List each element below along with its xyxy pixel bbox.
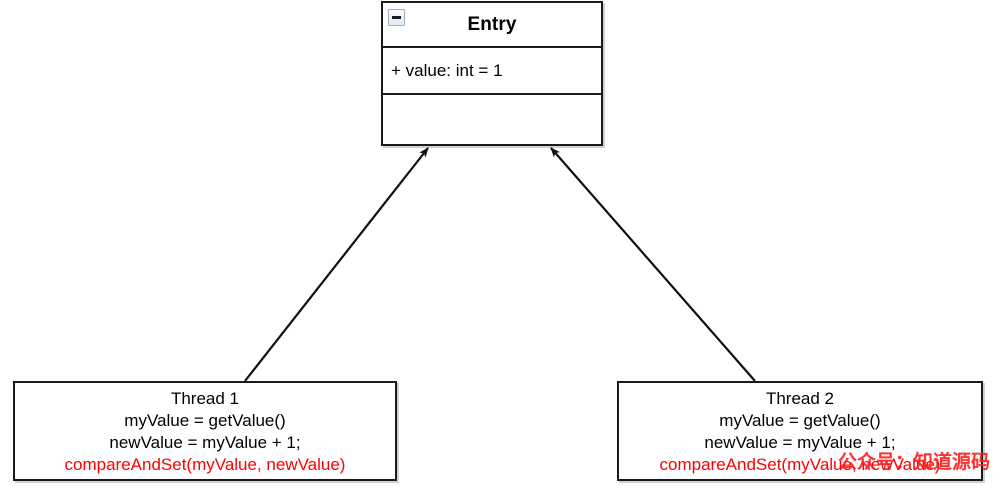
connector-thread-1-to-entry bbox=[244, 147, 429, 382]
thread-title: Thread 2 bbox=[765, 389, 835, 408]
thread-box-2[interactable]: Thread 2 myValue = getValue() newValue =… bbox=[617, 381, 983, 481]
uml-attribute-row: + value: int = 1 bbox=[391, 60, 503, 80]
uml-class-name: Entry bbox=[467, 13, 517, 35]
thread-statement-1: myValue = getValue() bbox=[124, 411, 286, 430]
thread-box-1[interactable]: Thread 1 myValue = getValue() newValue =… bbox=[13, 381, 397, 481]
thread-statement-3: compareAndSet(myValue, newValue) bbox=[64, 455, 346, 474]
thread-statement-3: compareAndSet(myValue, newValue) bbox=[659, 455, 941, 474]
thread-statement-2: newValue = myValue + 1; bbox=[109, 433, 301, 452]
uml-class-header: Entry bbox=[383, 3, 601, 48]
watermark-text: 公众号：知道源码 bbox=[838, 452, 991, 473]
thread-statement-1: myValue = getValue() bbox=[719, 411, 881, 430]
uml-class-entry[interactable]: Entry + value: int = 1 bbox=[381, 1, 603, 146]
connector-thread-2-to-entry bbox=[550, 147, 756, 382]
uml-attributes-compartment: + value: int = 1 bbox=[383, 48, 601, 95]
minus-glyph bbox=[392, 16, 401, 19]
minus-box-icon[interactable] bbox=[388, 9, 405, 26]
uml-operations-compartment bbox=[383, 95, 601, 145]
thread-statement-2: newValue = myValue + 1; bbox=[704, 433, 896, 452]
thread-title: Thread 1 bbox=[170, 389, 240, 408]
